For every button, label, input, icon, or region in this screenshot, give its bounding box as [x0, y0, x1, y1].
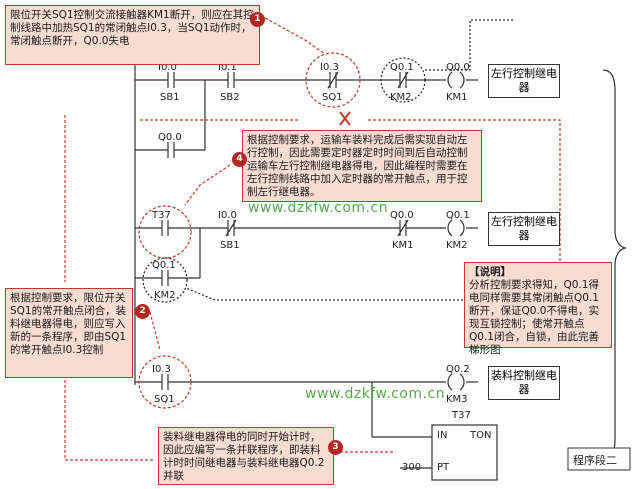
- label-left-relay-1: 左行控制继电器: [488, 64, 560, 98]
- dev-sq1-r1: SQ1: [322, 92, 343, 103]
- timer-t37-box: [431, 424, 498, 481]
- addr-q00-latch: Q0.0: [158, 132, 182, 143]
- timer-ton: TON: [470, 430, 492, 441]
- addr-q01-r1: Q0.1: [390, 62, 414, 73]
- label-loading-relay: 装料控制继电器: [488, 366, 560, 400]
- timer-in: IN: [437, 430, 448, 441]
- watermark-1: www.dzkfw.com.cn: [248, 200, 389, 216]
- highlight-i03-r1: [305, 52, 361, 108]
- addr-q01-coil: Q0.1: [446, 210, 470, 221]
- coil-q02: [447, 373, 453, 391]
- highlight-i03-r3: [138, 355, 192, 409]
- dev-km3-coil: KM3: [446, 394, 468, 405]
- note-title: 【说明】: [469, 266, 511, 278]
- segment-label: 程序段二: [573, 454, 617, 467]
- dev-sb1-r1: SB1: [160, 92, 180, 103]
- dev-km1-coil: KM1: [446, 92, 468, 103]
- addr-q00-coil: Q0.0: [446, 62, 470, 73]
- addr-i03-r1: I0.3: [320, 62, 339, 73]
- badge-2: 2: [135, 304, 150, 319]
- badge-1: 1: [250, 12, 265, 27]
- callout-4: 根据控制要求，运输车装料完成后需实现自动左行控制，因此需要定时器定时时间到后自动…: [242, 130, 482, 202]
- addr-i01-r1: I0.1: [218, 62, 237, 73]
- timer-pt: PT: [437, 462, 450, 473]
- dev-km2-r1: KM2: [390, 92, 412, 103]
- badge-3: 3: [328, 440, 343, 455]
- note-box: 【说明】 分析控制要求得知，Q0.1得电同样需要其常闭触点Q0.1断开，保证Q0…: [464, 262, 612, 356]
- addr-i00-r2: I0.0: [218, 210, 237, 221]
- highlight-q01-latch: [142, 257, 188, 303]
- dev-km2-latch: KM2: [154, 290, 176, 301]
- highlight-q01-nc: [380, 57, 426, 103]
- timer-preset: 300: [402, 462, 422, 473]
- coil-q00: [447, 71, 453, 89]
- dev-sq1-r3: SQ1: [154, 394, 175, 405]
- callout-2: 根据控制要求，限位开关SQ1的常开触点闭合，装料继电器得电，则应写入新的一条程序…: [5, 288, 133, 378]
- addr-i00-r1: I0.0: [158, 62, 177, 73]
- highlight-t37: [138, 205, 192, 259]
- dev-km1-r2: KM1: [392, 240, 414, 251]
- note-text: 分析控制要求得知，Q0.1得电同样需要其常闭触点Q0.1断开，保证Q0.0不得电…: [469, 279, 599, 356]
- addr-q02-coil: Q0.2: [446, 364, 470, 375]
- label-left-relay-2: 左行控制继电器: [488, 212, 560, 246]
- dev-sb2-r1: SB2: [220, 92, 240, 103]
- dev-sb1-r2: SB1: [220, 240, 240, 251]
- watermark-2: www.dzkfw.com.cn: [305, 386, 446, 402]
- dev-km2-coil: KM2: [446, 240, 468, 251]
- addr-i03-r3: I0.3: [152, 364, 171, 375]
- badge-4: 4: [232, 152, 247, 167]
- coil-q01: [447, 219, 453, 237]
- callout-1: 限位开关SQ1控制交流接触器KM1断开，则应在其控制线路中加热SQ1的常闭触点I…: [5, 5, 260, 65]
- addr-t37: T37: [152, 210, 171, 221]
- callout-3: 装料继电器得电的同时开始计时，因此应编写一条并联程序，即装料计时时间继电器与装料…: [158, 427, 334, 485]
- addr-q01-latch: Q0.1: [152, 260, 176, 271]
- addr-q00-r2: Q0.0: [390, 210, 414, 221]
- timer-name: T37: [452, 410, 471, 421]
